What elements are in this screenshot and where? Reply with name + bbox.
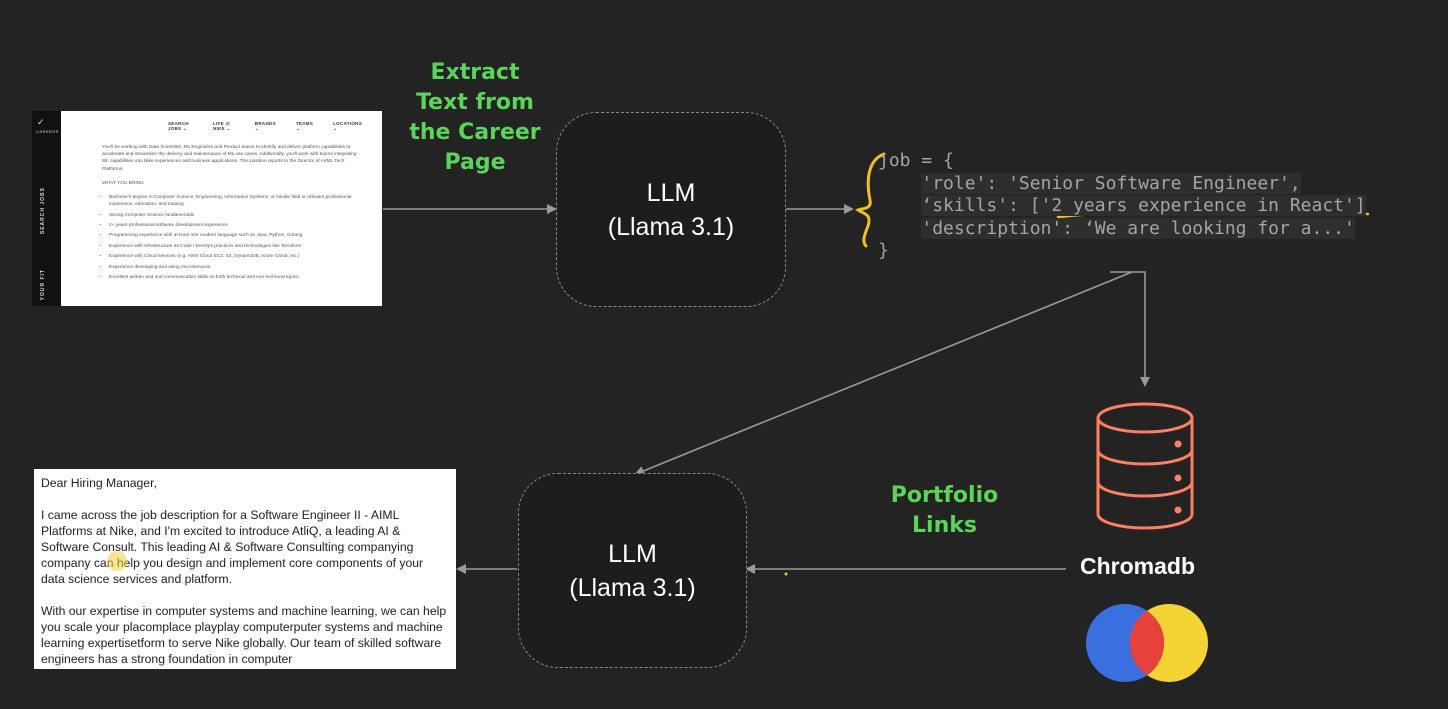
code-skills-value: ['2 years experience in React'] xyxy=(1029,195,1366,216)
career-body: You'll be working with Data Scientists, … xyxy=(102,144,357,284)
database-icon xyxy=(1096,402,1194,530)
annotation-brace xyxy=(855,152,886,248)
chromadb-label: Chromadb xyxy=(1080,553,1195,579)
llm-box-top: LLM (Llama 3.1) xyxy=(556,112,786,307)
sidebar-label-search: SEARCH JOBS xyxy=(40,187,46,235)
letter-greeting: Dear Hiring Manager, xyxy=(41,476,157,490)
portfolio-line: Portfolio xyxy=(890,483,999,508)
code-skills-key: ‘skills' xyxy=(921,195,1009,216)
nav-locations[interactable]: LOCATIONS ⌄ xyxy=(333,121,362,131)
extract-line: Page xyxy=(444,150,506,175)
arrow-json-to-chromadb xyxy=(1110,271,1150,387)
code-role-value: 'Senior Software Engineer', xyxy=(1008,172,1301,194)
sidebar-label-fit: YOUR FIT xyxy=(40,269,46,301)
llm-bottom-model: (Llama 3.1) xyxy=(569,573,696,602)
list-item: Excellent written and oral communication… xyxy=(109,274,357,281)
career-page-screenshot: ✓ CAREERS SEARCH JOBS YOUR FIT SEARCH JO… xyxy=(32,111,382,306)
list-item: Experience developing and using microser… xyxy=(109,264,357,271)
list-item: Experience with Cloud services (e.g. AWS… xyxy=(109,253,357,260)
swoosh-icon: ✓ xyxy=(37,117,45,127)
arrow-json-to-llm-bottom xyxy=(634,271,1133,476)
list-item: Strong Computer Science fundamentals xyxy=(109,212,357,219)
code-description-key: 'description' xyxy=(921,217,1063,239)
code-line-5: } xyxy=(878,240,889,261)
extract-line: Extract xyxy=(430,60,520,85)
list-item: 2+ years professional software developme… xyxy=(109,222,357,229)
nav-search-jobs[interactable]: SEARCH JOBS ⌄ xyxy=(168,121,189,131)
list-item: Experience with Infrastructure as Code /… xyxy=(109,243,357,250)
llm-top-title: LLM xyxy=(646,178,696,207)
career-intro: You'll be working with Data Scientists, … xyxy=(102,145,357,172)
extract-text-label: Extract Text from the Career Page xyxy=(405,58,545,178)
chroma-logo-icon xyxy=(1086,604,1208,682)
career-section-heading: WHAT YOU BRING xyxy=(102,180,144,186)
career-nav: SEARCH JOBS ⌄ LIFE @ NIKE ⌄ BRANDS ⌄ TEA… xyxy=(168,121,382,132)
code-line-1: job = { xyxy=(878,150,954,171)
nav-teams[interactable]: TEAMS ⌄ xyxy=(295,121,314,131)
career-bullets: Bachelor's degree in Computer Science, E… xyxy=(102,194,357,281)
extract-line: the Career xyxy=(409,120,541,145)
list-item: Programming experience with at least one… xyxy=(109,232,357,239)
cursor-dot xyxy=(784,572,788,576)
cover-letter: Dear Hiring Manager, I came across the j… xyxy=(34,469,456,669)
career-sidebar: ✓ CAREERS SEARCH JOBS YOUR FIT xyxy=(32,111,61,306)
nav-brands[interactable]: BRANDS ⌄ xyxy=(254,121,276,131)
letter-paragraph-2: With our expertise in computer systems a… xyxy=(41,604,447,666)
portfolio-line: Links xyxy=(912,513,977,538)
llm-box-bottom: LLM (Llama 3.1) xyxy=(518,473,747,668)
nav-life[interactable]: LIFE @ NIKE ⌄ xyxy=(212,121,231,131)
job-json-code: job = { 'role': 'Senior Software Enginee… xyxy=(878,150,1366,261)
portfolio-links-label: Portfolio Links xyxy=(872,481,1017,541)
extract-line: Text from xyxy=(416,90,534,115)
llm-bottom-title: LLM xyxy=(608,539,657,568)
code-description-value: ‘We are looking for a...' xyxy=(1083,217,1355,239)
list-item: Bachelor's degree in Computer Science, E… xyxy=(109,194,357,208)
code-role-key: 'role' xyxy=(921,172,987,194)
career-brand: CAREERS xyxy=(36,129,59,134)
cursor-highlight xyxy=(107,551,127,571)
letter-paragraph-1: I came across the job description for a … xyxy=(41,508,424,586)
llm-top-model: (Llama 3.1) xyxy=(607,212,735,241)
